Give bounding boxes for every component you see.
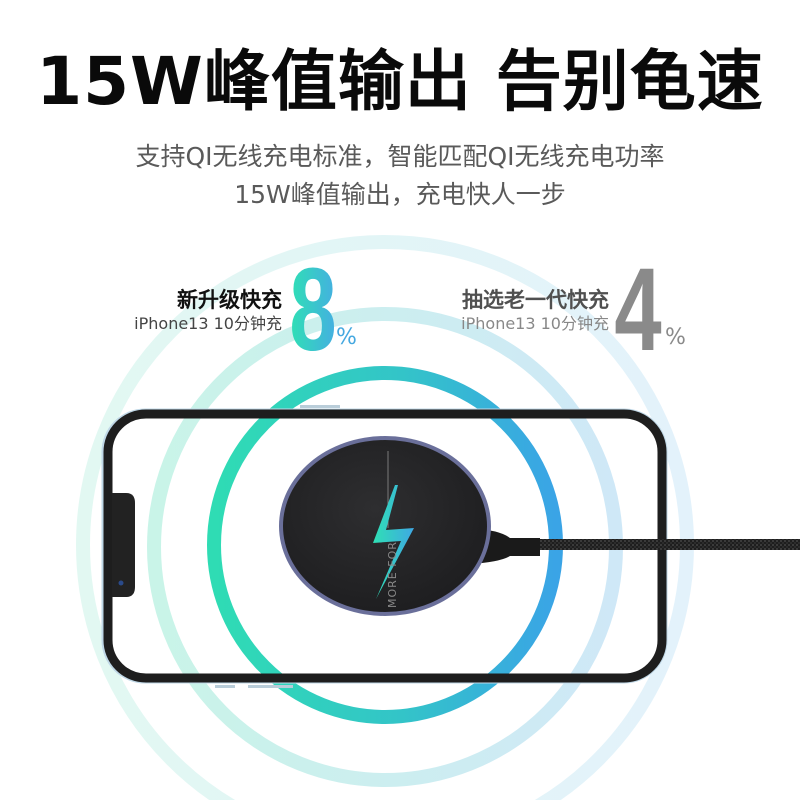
old-charge-value: 4 [614, 258, 661, 358]
old-charger-label: 抽选老一代快充 iPhone13 10分钟充 [461, 287, 609, 335]
new-charger-label: 新升级快充 iPhone13 10分钟充 [134, 287, 282, 335]
old-charge-unit: % [665, 325, 686, 350]
new-charger-subtitle: iPhone13 10分钟充 [134, 314, 282, 333]
new-charge-value: 8 [289, 258, 336, 358]
subheadline-line-1: 支持QI无线充电标准，智能匹配QI无线充电功率 [135, 142, 665, 171]
old-charger-subtitle: iPhone13 10分钟充 [461, 314, 609, 333]
charging-cable [470, 528, 800, 564]
wireless-charger-pad: MORE FOR [279, 436, 491, 616]
svg-text:4: 4 [614, 258, 661, 358]
subheadline-line-2: 15W峰值输出，充电快人一步 [234, 180, 566, 209]
pad-brand-text: MORE FOR [386, 541, 399, 608]
new-charger-title: 新升级快充 [177, 288, 282, 312]
svg-text:8: 8 [289, 258, 336, 358]
lightning-bolt-icon [373, 485, 414, 599]
headline: 15W峰值输出 告别龟速 [36, 43, 764, 120]
old-charger-title: 抽选老一代快充 [462, 288, 609, 312]
new-charge-unit: % [336, 325, 357, 350]
